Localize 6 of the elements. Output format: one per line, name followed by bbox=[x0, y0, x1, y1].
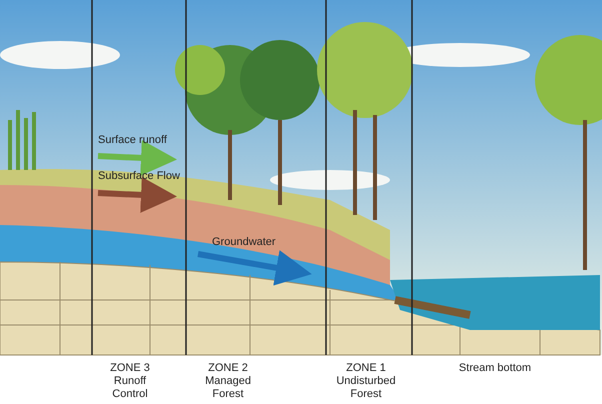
flow-label: Surface runoff bbox=[98, 134, 167, 147]
zone-label: Stream bottom bbox=[458, 362, 532, 375]
flow-label: Groundwater bbox=[212, 236, 276, 249]
zone-label: ZONE 3 Runoff Control bbox=[109, 362, 151, 401]
zone-label: ZONE 1 Undisturbed Forest bbox=[335, 362, 397, 401]
zone-label: ZONE 2 Managed Forest bbox=[204, 362, 252, 401]
